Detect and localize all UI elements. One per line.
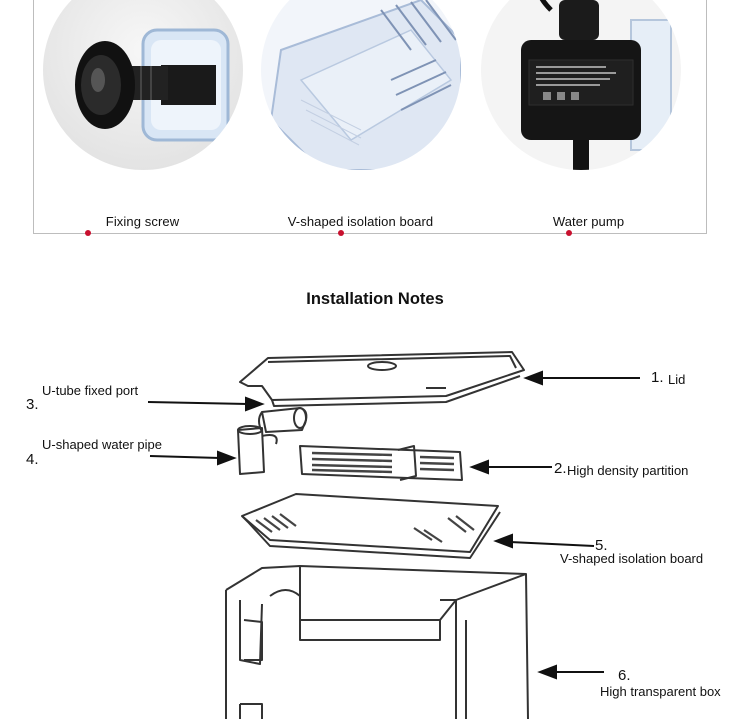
arrow-pipe [149, 450, 237, 466]
isolation-board-photo [260, 0, 461, 170]
red-dot-marker [338, 230, 344, 236]
water-pump-photo [480, 0, 681, 170]
arrow-box [537, 664, 604, 680]
part-label-lid: Lid [668, 372, 686, 387]
red-dot-marker [566, 230, 572, 236]
part-number-pipe: 4. [26, 451, 39, 468]
arrow-port [147, 396, 265, 412]
part-number-board: 5. [595, 537, 608, 554]
arrow-lid [523, 370, 640, 386]
lid-drawing [239, 351, 525, 407]
isolation-board-drawing [241, 493, 501, 559]
part-label-partition: High density partition [567, 463, 689, 478]
part-label-pipe: U-shaped water pipe [42, 437, 162, 452]
arrow-board [493, 533, 595, 549]
u-tube-port-drawing [258, 407, 308, 433]
fixing-screw-photo [42, 0, 243, 170]
part-number-port: 3. [26, 396, 39, 413]
red-dot-marker [85, 230, 91, 236]
feature-card-fixing-screw: Fixing screw [33, 0, 252, 234]
partition-drawing [299, 445, 463, 481]
page-title: Installation Notes [306, 290, 444, 308]
feature-card-water-pump: Water pump [471, 0, 707, 234]
u-pipe-drawing [237, 425, 278, 475]
part-number-box: 6. [618, 667, 631, 684]
part-label-port: U-tube fixed port [42, 383, 139, 398]
feature-card-isolation-board: V-shaped isolation board [250, 0, 472, 234]
part-number-lid: 1. [651, 369, 664, 386]
feature-caption: V-shaped isolation board [287, 214, 434, 229]
part-number-partition: 2. [554, 460, 567, 477]
transparent-box-drawing [225, 565, 529, 719]
part-label-box: High transparent box [600, 684, 721, 699]
part-label-board: V-shaped isolation board [560, 551, 704, 566]
feature-caption: Fixing screw [105, 214, 180, 229]
feature-caption: Water pump [552, 214, 625, 229]
arrow-partition [469, 459, 552, 475]
